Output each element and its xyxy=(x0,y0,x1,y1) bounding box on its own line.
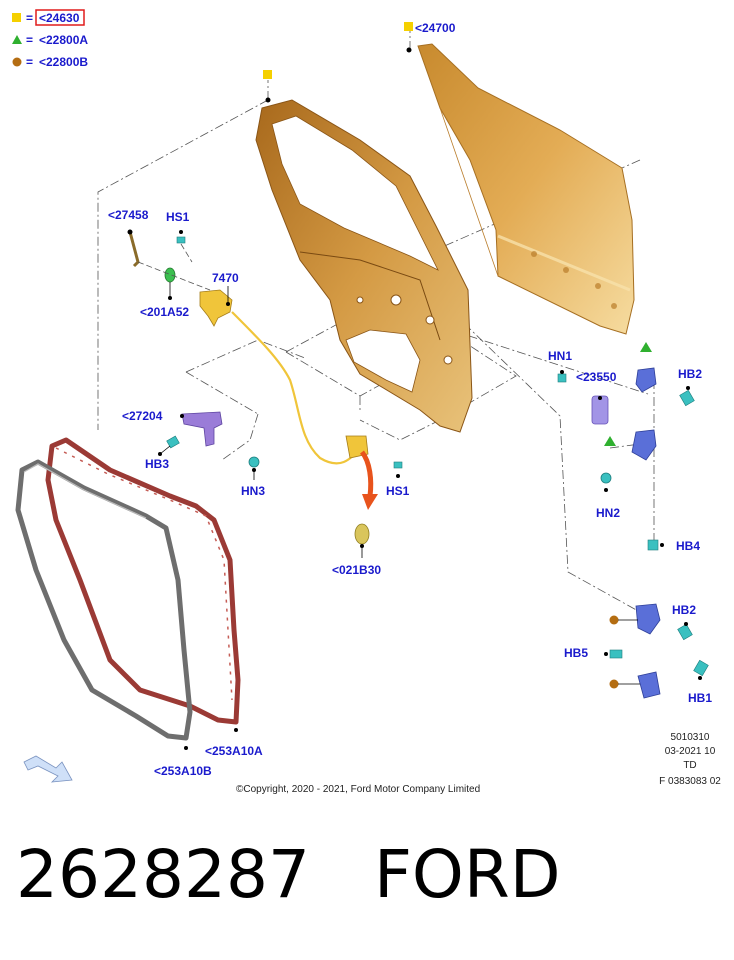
upper-hinge xyxy=(604,342,657,461)
door-rod xyxy=(127,229,140,268)
callout-dot xyxy=(265,97,271,103)
bolt-hb1 xyxy=(693,659,709,680)
part-number: 2628287 xyxy=(16,836,310,913)
label-hn1[interactable]: HN1 xyxy=(548,349,572,363)
striker-23550 xyxy=(591,395,609,425)
label-hb2-top[interactable]: HB2 xyxy=(678,367,702,381)
part-labels: <24700 <27458 HS1 <201A52 7470 <27204 HB… xyxy=(108,21,712,778)
label-hn3[interactable]: HN3 xyxy=(241,484,265,498)
brown-circle-icon xyxy=(609,679,619,689)
yellow-square-icon xyxy=(263,70,272,79)
bolt-hb2-top xyxy=(679,386,695,407)
outer-door-panel xyxy=(417,43,635,335)
label-hb5[interactable]: HB5 xyxy=(564,646,588,660)
info-line: TD xyxy=(683,760,696,771)
label-201a52[interactable]: <201A52 xyxy=(140,305,189,319)
label-hb1[interactable]: HB1 xyxy=(688,691,712,705)
grommet-021b30 xyxy=(354,523,370,558)
legend-sep: = xyxy=(26,55,33,69)
weatherstrip-seal-red xyxy=(45,437,241,732)
clip-201a52 xyxy=(164,267,176,300)
green-triangle-icon xyxy=(12,35,22,44)
drawing-info: 5010310 03-2021 10 TD F 0383083 02 xyxy=(659,732,721,787)
assembly-arrow xyxy=(359,450,378,510)
label-hb2-bottom[interactable]: HB2 xyxy=(672,603,696,617)
screw-hs1-bottom xyxy=(393,461,403,478)
label-253a10b[interactable]: <253A10B xyxy=(154,764,212,778)
brown-circle-icon xyxy=(609,615,619,625)
weatherstrip-seal-gray xyxy=(15,459,193,750)
bolt-hb3 xyxy=(158,435,180,456)
label-hb3[interactable]: HB3 xyxy=(145,457,169,471)
nut-hn2 xyxy=(600,472,612,492)
legend-sep: = xyxy=(26,33,33,47)
label-27458[interactable]: <27458 xyxy=(108,208,149,222)
bolt-hb2-bottom xyxy=(677,622,693,641)
label-hn2[interactable]: HN2 xyxy=(596,506,620,520)
bolt-hb4 xyxy=(647,539,664,551)
direction-arrow-icon xyxy=(23,755,73,783)
legend-ref-22800a[interactable]: <22800A xyxy=(39,33,88,47)
info-line: F 0383083 02 xyxy=(659,776,721,787)
screw-hs1-top xyxy=(176,230,186,244)
inner-door-frame xyxy=(255,99,473,433)
legend-ref-24630[interactable]: <24630 xyxy=(39,11,80,25)
exploded-parts-diagram: = <24630 = <22800A = <22800B xyxy=(12,9,721,795)
label-27204[interactable]: <27204 xyxy=(122,409,163,423)
part-number-heading: 2628287 FORD xyxy=(16,836,561,913)
brand-name: FORD xyxy=(373,836,561,913)
info-line: 5010310 xyxy=(671,732,710,743)
label-hs1-top[interactable]: HS1 xyxy=(166,210,190,224)
lower-hinge xyxy=(609,603,661,699)
label-253a10a[interactable]: <253A10A xyxy=(205,744,263,758)
legend-ref-22800b[interactable]: <22800B xyxy=(39,55,88,69)
legend-sep: = xyxy=(26,11,33,25)
nut-hn3 xyxy=(248,456,260,480)
label-24700[interactable]: <24700 xyxy=(415,21,456,35)
brown-circle-icon xyxy=(12,57,22,67)
green-triangle-icon xyxy=(640,342,652,352)
label-7470[interactable]: 7470 xyxy=(212,271,239,285)
yellow-square-icon xyxy=(404,22,413,31)
copyright: ©Copyright, 2020 - 2021, Ford Motor Comp… xyxy=(236,784,480,795)
label-23550[interactable]: <23550 xyxy=(576,370,617,384)
door-check-27204 xyxy=(180,411,223,447)
callout-dot xyxy=(406,47,412,53)
label-hs1-bottom[interactable]: HS1 xyxy=(386,484,410,498)
info-line: 03-2021 10 xyxy=(665,746,716,757)
green-triangle-icon xyxy=(604,436,616,446)
legend: = <24630 = <22800A = <22800B xyxy=(12,9,88,69)
yellow-square-icon xyxy=(12,13,21,22)
legend-highlight-box xyxy=(35,9,85,26)
bolt-hb5 xyxy=(604,649,623,659)
label-hb4[interactable]: HB4 xyxy=(676,539,700,553)
nut-hn1 xyxy=(557,370,567,383)
label-021b30[interactable]: <021B30 xyxy=(332,563,381,577)
